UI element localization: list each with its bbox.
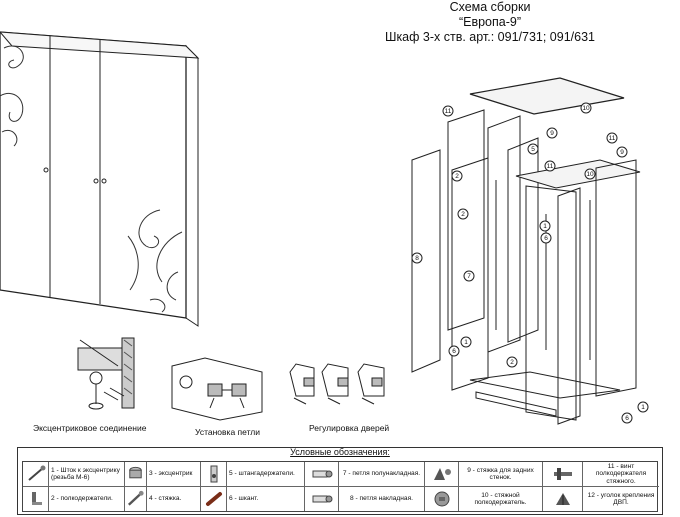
callout-markers xyxy=(411,102,649,424)
dowel-icon xyxy=(205,492,222,506)
legend: Условные обозначения: 1 - Шток к эксцент… xyxy=(17,447,663,515)
legend-icon-cell xyxy=(201,462,227,487)
legend-label: 2 - полкодержатели. xyxy=(49,487,125,511)
callout-label: 2 xyxy=(510,359,514,366)
legend-icon-cell xyxy=(125,462,147,487)
callout-label: 1 xyxy=(641,404,645,411)
assembled-wardrobe xyxy=(0,31,200,327)
title-line-1: Схема сборки xyxy=(449,0,531,14)
callout-label: 2 xyxy=(461,211,465,218)
callout-label: 8 xyxy=(415,255,419,262)
doors-caption: Регулировка дверей xyxy=(309,423,390,433)
legend-icon-cell xyxy=(201,487,227,511)
legend-label: 4 - стяжка. xyxy=(147,487,201,511)
callout-label: 7 xyxy=(467,273,471,280)
legend-icon-cell xyxy=(23,487,49,511)
hinge-caption: Установка петли xyxy=(195,427,260,437)
legend-icon-cell xyxy=(543,487,583,511)
shelf-support-icon xyxy=(31,492,42,505)
callout-label: 5 xyxy=(531,146,535,153)
shelf-screw-icon xyxy=(553,468,572,480)
rod-holder-icon xyxy=(210,465,217,483)
callout-label: 11 xyxy=(609,135,616,142)
legend-label: 1 - Шток к эксцентрику (резьба М-6) xyxy=(49,462,125,487)
eccentric-caption: Эксцентриковое соединение xyxy=(33,423,147,433)
legend-title: Условные обозначения: xyxy=(290,447,390,457)
legend-icon-cell xyxy=(425,462,459,487)
legend-label: 10 - стяжной полкодержатель. xyxy=(459,487,543,511)
legend-label: 11 - винт полкодержателя стяжного. xyxy=(583,462,659,487)
legend-grid: 1 - Шток к эксцентрику (резьба М-6) 3 - … xyxy=(22,461,659,512)
callout-label: 11 xyxy=(445,108,452,115)
callout-label: 10 xyxy=(582,105,590,112)
back-panel-tie-icon xyxy=(433,468,451,480)
legend-label: 6 - шкант. xyxy=(227,487,305,511)
legend-label: 8 - петля накладная. xyxy=(339,487,425,511)
eccentric-icon xyxy=(129,466,142,479)
title-line-2: “Европа-9” xyxy=(458,15,522,29)
door-adjustment-detail xyxy=(289,363,385,405)
callout-label: 10 xyxy=(586,171,594,178)
callout-label: 9 xyxy=(550,130,554,137)
half-overlay-hinge-icon xyxy=(312,470,332,478)
title-line-3: Шкаф 3-х ств. арт.: 091/731; 091/631 xyxy=(384,30,595,44)
legend-label: 12 - уголок крепления ДВП. xyxy=(587,491,655,507)
eccentric-rod-icon xyxy=(27,465,45,481)
legend-label: 5 - штангадержатели. xyxy=(227,462,305,487)
legend-icon-cell xyxy=(23,462,49,487)
callout-label: 6 xyxy=(625,415,629,422)
callout-label: 1 xyxy=(464,339,468,346)
legend-icon-cell xyxy=(543,462,583,487)
callout-label: 6 xyxy=(544,235,548,242)
tie-shelf-support-icon xyxy=(434,491,449,507)
legend-icon-cell xyxy=(425,487,459,511)
callout-label: 6 xyxy=(452,348,456,355)
screw-icon xyxy=(128,490,144,506)
legend-icon-cell xyxy=(305,487,339,511)
legend-label: 9 - стяжка для задних стенок. xyxy=(459,462,543,487)
assembly-illustration: 11 10 9 5 11 11 9 10 2 2 8 1 6 7 1 6 2 1… xyxy=(0,31,649,425)
hinge-installation-detail xyxy=(171,357,263,421)
legend-icon-cell xyxy=(305,462,339,487)
legend-label: 3 - эксцентрик xyxy=(147,462,201,487)
exploded-wardrobe xyxy=(411,77,641,425)
eccentric-connection-detail xyxy=(77,337,135,410)
fiberboard-bracket-icon xyxy=(555,493,570,505)
legend-icon-cell xyxy=(125,487,147,511)
callout-label: 1 xyxy=(543,223,547,230)
callout-label: 11 xyxy=(547,163,554,170)
overlay-hinge-icon xyxy=(312,495,332,503)
callout-label: 9 xyxy=(620,149,624,156)
legend-label: 7 - петля полунакладная. xyxy=(339,462,425,487)
diagram-title: Схема сборки “Европа-9” Шкаф 3-х ств. ар… xyxy=(300,0,680,45)
callout-label: 2 xyxy=(455,173,459,180)
